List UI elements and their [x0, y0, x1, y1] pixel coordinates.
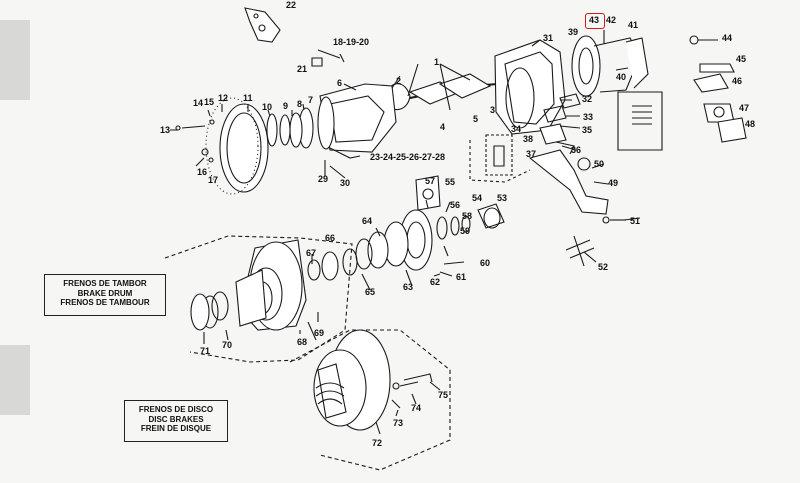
- part-label: 21: [297, 64, 308, 74]
- part-label: 18-19-20: [333, 37, 370, 47]
- part-label: 54: [472, 193, 483, 203]
- part-label: 63: [403, 282, 414, 292]
- part-label: 29: [318, 174, 329, 184]
- part-label: 16: [197, 167, 208, 177]
- part-label: 73: [393, 418, 404, 428]
- caption-line: BRAKE DRUM: [77, 288, 133, 298]
- part-label: 47: [739, 103, 750, 113]
- part-label: 66: [325, 233, 336, 243]
- part-label: 34: [511, 124, 522, 134]
- seal-plate-11: [219, 103, 269, 193]
- kit-32-box: [617, 91, 663, 151]
- part-label: 23-24-25-26-27-28: [370, 152, 446, 162]
- part-label: 17: [208, 175, 219, 185]
- caption-line: FREIN DE DISQUE: [140, 424, 212, 433]
- part-label: 74: [411, 403, 422, 413]
- part-label: 9: [283, 101, 289, 111]
- part-label: 69: [314, 328, 325, 338]
- caption-line: FRENOS DE TAMBOR: [63, 279, 147, 288]
- part-label: 39: [568, 27, 579, 37]
- disc-group-outline: [289, 329, 451, 471]
- part-label: 71: [200, 346, 211, 356]
- caption-drum-brakes: FRENOS DE TAMBOR BRAKE DRUM FRENOS DE TA…: [44, 274, 166, 316]
- part-label: 14: [193, 98, 204, 108]
- part-label: 10: [262, 102, 273, 112]
- part-label: 50: [594, 159, 605, 169]
- highlight-box: [585, 13, 605, 29]
- part-label: 2: [396, 76, 402, 86]
- caption-disc-brakes: FRENOS DE DISCO DISC BRAKES FREIN DE DIS…: [124, 400, 228, 442]
- part-label: 55: [445, 177, 456, 187]
- part-label: 11: [243, 93, 253, 103]
- part-label: 44: [722, 33, 733, 43]
- part-label: 49: [608, 178, 619, 188]
- part-label: 31: [543, 33, 554, 43]
- part-label: 70: [222, 340, 233, 350]
- part-label: 53: [497, 193, 508, 203]
- part-label: 59: [460, 226, 471, 236]
- part-label: 36: [571, 145, 582, 155]
- part-label: 60: [480, 258, 491, 268]
- part-label: 40: [616, 72, 627, 82]
- part-label: 42: [606, 15, 617, 25]
- part-label: 30: [340, 178, 351, 188]
- part-label: 64: [362, 216, 373, 226]
- part-label: 67: [306, 248, 317, 258]
- part-label: 12: [218, 93, 229, 103]
- part-label: 75: [438, 390, 449, 400]
- part-label: 62: [430, 277, 441, 287]
- part-label-highlighted: 43: [589, 15, 600, 25]
- part-label: 32: [582, 94, 593, 104]
- part-label: 5: [473, 114, 479, 124]
- part-label: 45: [736, 54, 747, 64]
- part-label: 58: [462, 211, 473, 221]
- part-label: 13: [160, 125, 171, 135]
- drum-group-outline: [164, 235, 353, 363]
- part-label: 15: [204, 97, 215, 107]
- part-label: 61: [456, 272, 467, 282]
- part-label: 68: [297, 337, 308, 347]
- part-label: 3: [490, 105, 496, 115]
- part-label: 46: [732, 76, 743, 86]
- part-label: 41: [628, 20, 639, 30]
- part-label: 72: [372, 438, 383, 448]
- part-label: 51: [630, 216, 641, 226]
- part-label: 35: [582, 125, 593, 135]
- part-label: 57: [425, 176, 436, 186]
- part-label: 4: [440, 122, 446, 132]
- part-label: 33: [583, 112, 594, 122]
- part-label: 37: [526, 149, 537, 159]
- kit-37-box: [485, 134, 513, 176]
- caption-line: FRENOS DE TAMBOUR: [60, 298, 150, 307]
- caption-line: FRENOS DE DISCO: [138, 405, 214, 414]
- part-label: 1: [434, 57, 440, 67]
- part-label: 38: [523, 134, 534, 144]
- part-label: 8: [297, 99, 303, 109]
- part-label: 56: [450, 200, 461, 210]
- caption-line: DISC BRAKES: [148, 414, 204, 424]
- part-label: 52: [598, 262, 609, 272]
- part-label: 22: [286, 0, 297, 10]
- part-label: 7: [308, 95, 314, 105]
- part-label: 6: [337, 78, 343, 88]
- part-label: 65: [365, 287, 376, 297]
- part-label: 48: [745, 119, 756, 129]
